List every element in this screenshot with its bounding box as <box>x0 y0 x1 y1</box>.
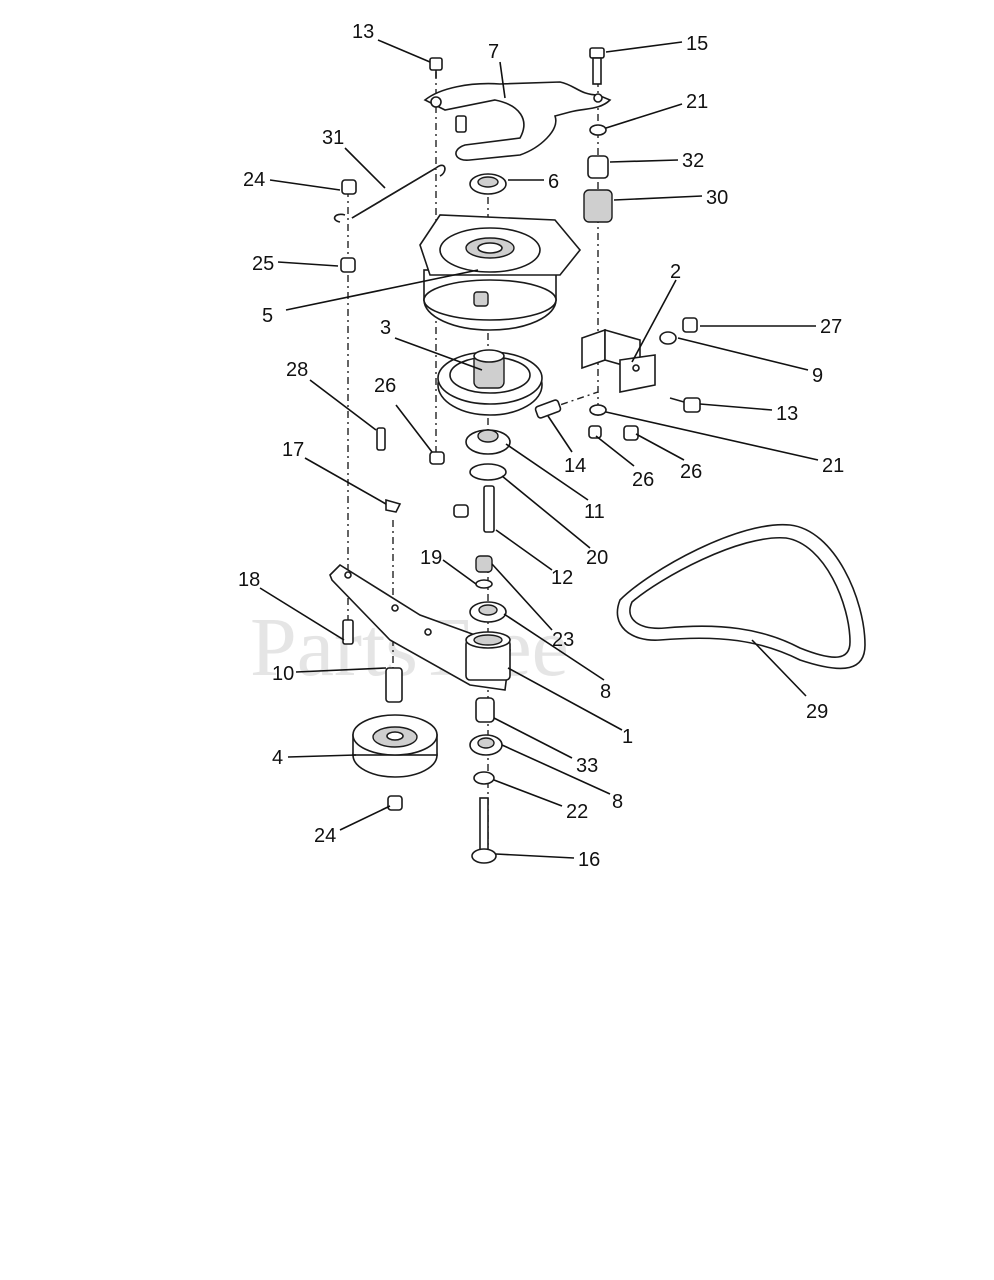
bolt-13-top <box>429 57 443 78</box>
callout-13-right: 13 <box>776 403 798 425</box>
arm-hub <box>465 631 511 681</box>
idler-pulley-4 <box>352 714 438 778</box>
bolt-15 <box>589 47 605 85</box>
nut-24-bottom <box>387 795 403 811</box>
washer-21-lower <box>589 404 607 416</box>
bolt-13-right <box>669 397 701 413</box>
callout-22: 22 <box>566 801 588 823</box>
callout-10: 10 <box>272 663 294 685</box>
callout-26-left: 26 <box>374 375 396 397</box>
fitting-23 <box>475 555 493 573</box>
clutch-5 <box>419 214 582 331</box>
leader-lines <box>259 39 819 859</box>
washer-22 <box>473 771 495 785</box>
washer-20 <box>469 463 507 481</box>
bracket-plate-7 <box>423 81 612 161</box>
nut-small <box>453 504 469 518</box>
nut-24-top <box>341 179 357 195</box>
pulley-3 <box>437 349 543 416</box>
callout-20: 20 <box>586 547 608 569</box>
belt-29 <box>616 523 866 670</box>
callout-32: 32 <box>682 150 704 172</box>
spacer-32 <box>587 155 609 179</box>
callout-15: 15 <box>686 33 708 55</box>
nut-26-a <box>588 425 602 439</box>
bracket-stud <box>455 115 467 133</box>
nut-27 <box>682 317 698 333</box>
bearing-6 <box>469 173 507 195</box>
bracket-hole-b <box>593 93 603 103</box>
callout-23: 23 <box>552 629 574 651</box>
callout-16: 16 <box>578 849 600 871</box>
callout-17: 17 <box>282 439 304 461</box>
callout-labels: 13 7 15 21 32 31 24 6 30 25 5 2 27 3 9 2… <box>238 21 844 871</box>
callout-21-top: 21 <box>686 91 708 113</box>
washer-21-top <box>589 124 607 136</box>
key-17 <box>385 498 402 513</box>
callout-1: 1 <box>622 726 633 748</box>
bolt-16 <box>471 797 497 864</box>
shaft-12 <box>483 485 495 533</box>
callout-24-top: 24 <box>243 169 265 191</box>
callout-33: 33 <box>576 755 598 777</box>
spacer-10 <box>385 667 403 703</box>
callout-2: 2 <box>670 261 681 283</box>
washer-9 <box>659 331 677 345</box>
callout-5: 5 <box>262 305 273 327</box>
callout-31: 31 <box>322 127 344 149</box>
bearing-8-top <box>469 601 507 623</box>
spacer-33 <box>475 697 495 723</box>
nut-25 <box>340 257 356 273</box>
callout-27: 27 <box>820 316 842 338</box>
callout-8-top: 8 <box>600 681 611 703</box>
bracket-hole-a <box>430 96 442 108</box>
pin-28 <box>376 427 386 451</box>
parts <box>329 47 866 864</box>
callout-18: 18 <box>238 569 260 591</box>
callout-7: 7 <box>488 41 499 63</box>
bolt-18 <box>342 619 354 645</box>
axis-bracket <box>544 391 599 411</box>
nut-26-c <box>429 451 445 465</box>
callout-25: 25 <box>252 253 274 275</box>
callout-12: 12 <box>551 567 573 589</box>
callout-26-mid: 26 <box>632 469 654 491</box>
callout-9: 9 <box>812 365 823 387</box>
callout-28: 28 <box>286 359 308 381</box>
spacer-30 <box>583 189 613 223</box>
pin-14 <box>534 399 562 419</box>
callout-29: 29 <box>806 701 828 723</box>
spring-31 <box>333 164 446 223</box>
callout-21-lower: 21 <box>822 455 844 477</box>
callout-14: 14 <box>564 455 586 477</box>
callout-26-right: 26 <box>680 461 702 483</box>
callout-3: 3 <box>380 317 391 339</box>
callout-11: 11 <box>584 501 605 523</box>
nut-26-b <box>623 425 639 441</box>
callout-13-top: 13 <box>352 21 374 43</box>
callout-4: 4 <box>272 747 283 769</box>
callout-24-bottom: 24 <box>314 825 336 847</box>
bearing-8-bottom <box>469 734 503 756</box>
callout-6: 6 <box>548 171 559 193</box>
washer-19 <box>475 579 493 589</box>
callout-19: 19 <box>420 547 442 569</box>
spacer-11 <box>465 429 511 455</box>
callout-30: 30 <box>706 187 728 209</box>
callout-8-bottom: 8 <box>612 791 623 813</box>
bracket-2 <box>581 328 656 393</box>
